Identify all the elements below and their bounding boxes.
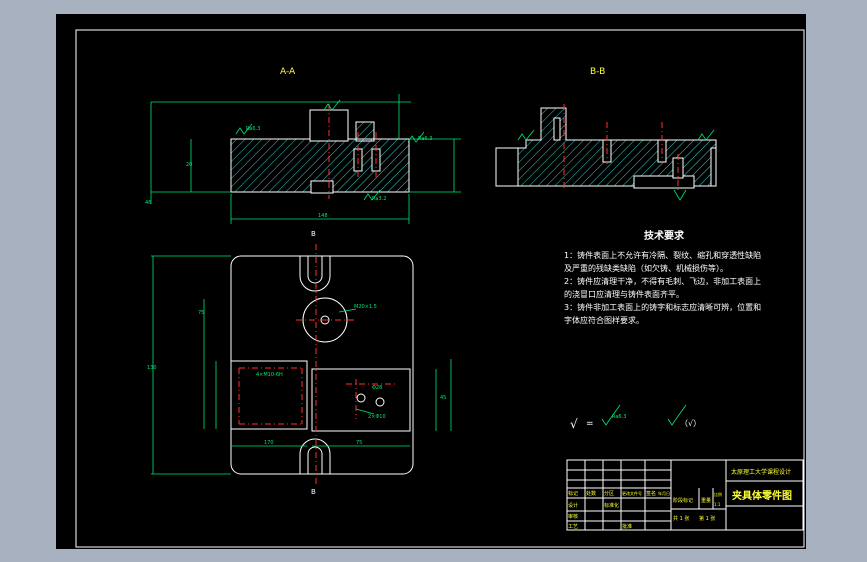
tech-title: 技术要求 xyxy=(644,231,684,242)
std-label: 标准化 xyxy=(604,502,619,509)
row-label-3: 更改文件号 xyxy=(622,490,642,496)
tech-item-3: 3：铸件非加工表面上的铸字和标志应清晰可辨，位置和字体应符合图样要求。 xyxy=(564,303,762,325)
view-b-bottom-label: B xyxy=(311,488,316,496)
a-height-dim: 20 xyxy=(186,162,192,168)
hole-note-1: 4×M10-6H xyxy=(256,372,283,378)
section-a-view: 148 46 20 Ra6.3 Ra6.3 Ra3.2 xyxy=(145,94,461,224)
a-left-height-dim: 46 xyxy=(145,200,151,206)
tech-item-1: 1：铸件表面上不允许有冷隔、裂纹、缩孔和穿透性缺陷及严重的残缺类缺陷（如欠铸、机… xyxy=(564,251,762,273)
view-b-top-label: B xyxy=(311,230,316,238)
weight-label: 重量 xyxy=(701,497,711,504)
section-a-label: A-A xyxy=(280,67,296,77)
a-ra-1: Ra6.3 xyxy=(246,126,260,132)
tech-requirements: 技术要求 1：铸件表面上不允许有冷隔、裂纹、缩孔和穿透性缺陷及严重的残缺类缺陷（… xyxy=(564,230,764,327)
row-label-5: 年月日 xyxy=(658,490,670,496)
a-width-dim: 148 xyxy=(318,213,328,219)
plan-width-dim: 170 xyxy=(264,440,274,446)
title-block: 太原理工大学课程设计 夹具体零件图 标记 处数 分区 更改文件号 签名 年月日 … xyxy=(566,459,804,531)
row-label-2: 分区 xyxy=(604,490,614,497)
center-note: M20×1.5 xyxy=(354,304,377,310)
inner-frame xyxy=(75,29,805,548)
drawing-name: 夹具体零件图 xyxy=(732,489,792,502)
plan-bottom-dim: 75 xyxy=(356,440,362,446)
roughness-right-value: （√） xyxy=(680,419,701,428)
section-b-view xyxy=(495,104,717,201)
stage-mark-label: 阶段标记 xyxy=(673,497,693,504)
plan-small-dim: 75 xyxy=(198,310,204,316)
tech-item-2: 2：铸件应清理干净，不得有毛刺、飞边，非加工表面上的浇冒口应清理与铸件表面齐平。 xyxy=(564,277,762,299)
roughness-left-eq: = xyxy=(586,419,594,429)
school-name: 太原理工大学课程设计 xyxy=(731,468,791,476)
drawing-sheet: A-A 148 46 20 Ra6.3 Ra6.3 Ra3.2 B-B xyxy=(56,14,806,549)
roughness-left-value: Ra6.3 xyxy=(612,414,626,420)
design-label: 设计 xyxy=(568,502,578,509)
sheet-total: 共 1 张 xyxy=(673,515,689,522)
row-label-0: 标记 xyxy=(568,490,578,497)
sheet-no: 第 1 张 xyxy=(699,515,715,522)
roughness-left-symbol: √ xyxy=(570,417,578,431)
cad-drawing: A-A 148 46 20 Ra6.3 Ra6.3 Ra3.2 B-B xyxy=(75,29,805,548)
plan-view: 130 75 170 75 45 4×M10-6H 2×Φ10 Φ28 M20×… xyxy=(147,244,452,484)
scale-value: 1:1 xyxy=(714,502,721,507)
row-label-4: 签名 xyxy=(646,490,656,497)
audit-label: 审核 xyxy=(568,513,578,520)
a-ra-3: Ra3.2 xyxy=(372,196,386,202)
hole-note-2: 2×Φ10 xyxy=(368,414,386,420)
hole-note-3: Φ28 xyxy=(372,385,382,391)
process-label: 工艺 xyxy=(568,524,578,530)
plan-right-dim: 45 xyxy=(440,395,446,401)
a-ra-2: Ra6.3 xyxy=(418,136,432,142)
approve-label: 批准 xyxy=(622,523,632,530)
scale-label: 比例 xyxy=(714,491,722,497)
row-label-1: 处数 xyxy=(586,490,596,497)
plan-height-dim: 130 xyxy=(147,365,157,371)
section-b-label: B-B xyxy=(590,67,605,77)
roughness-notes: √ = Ra6.3 （√） xyxy=(570,404,701,431)
